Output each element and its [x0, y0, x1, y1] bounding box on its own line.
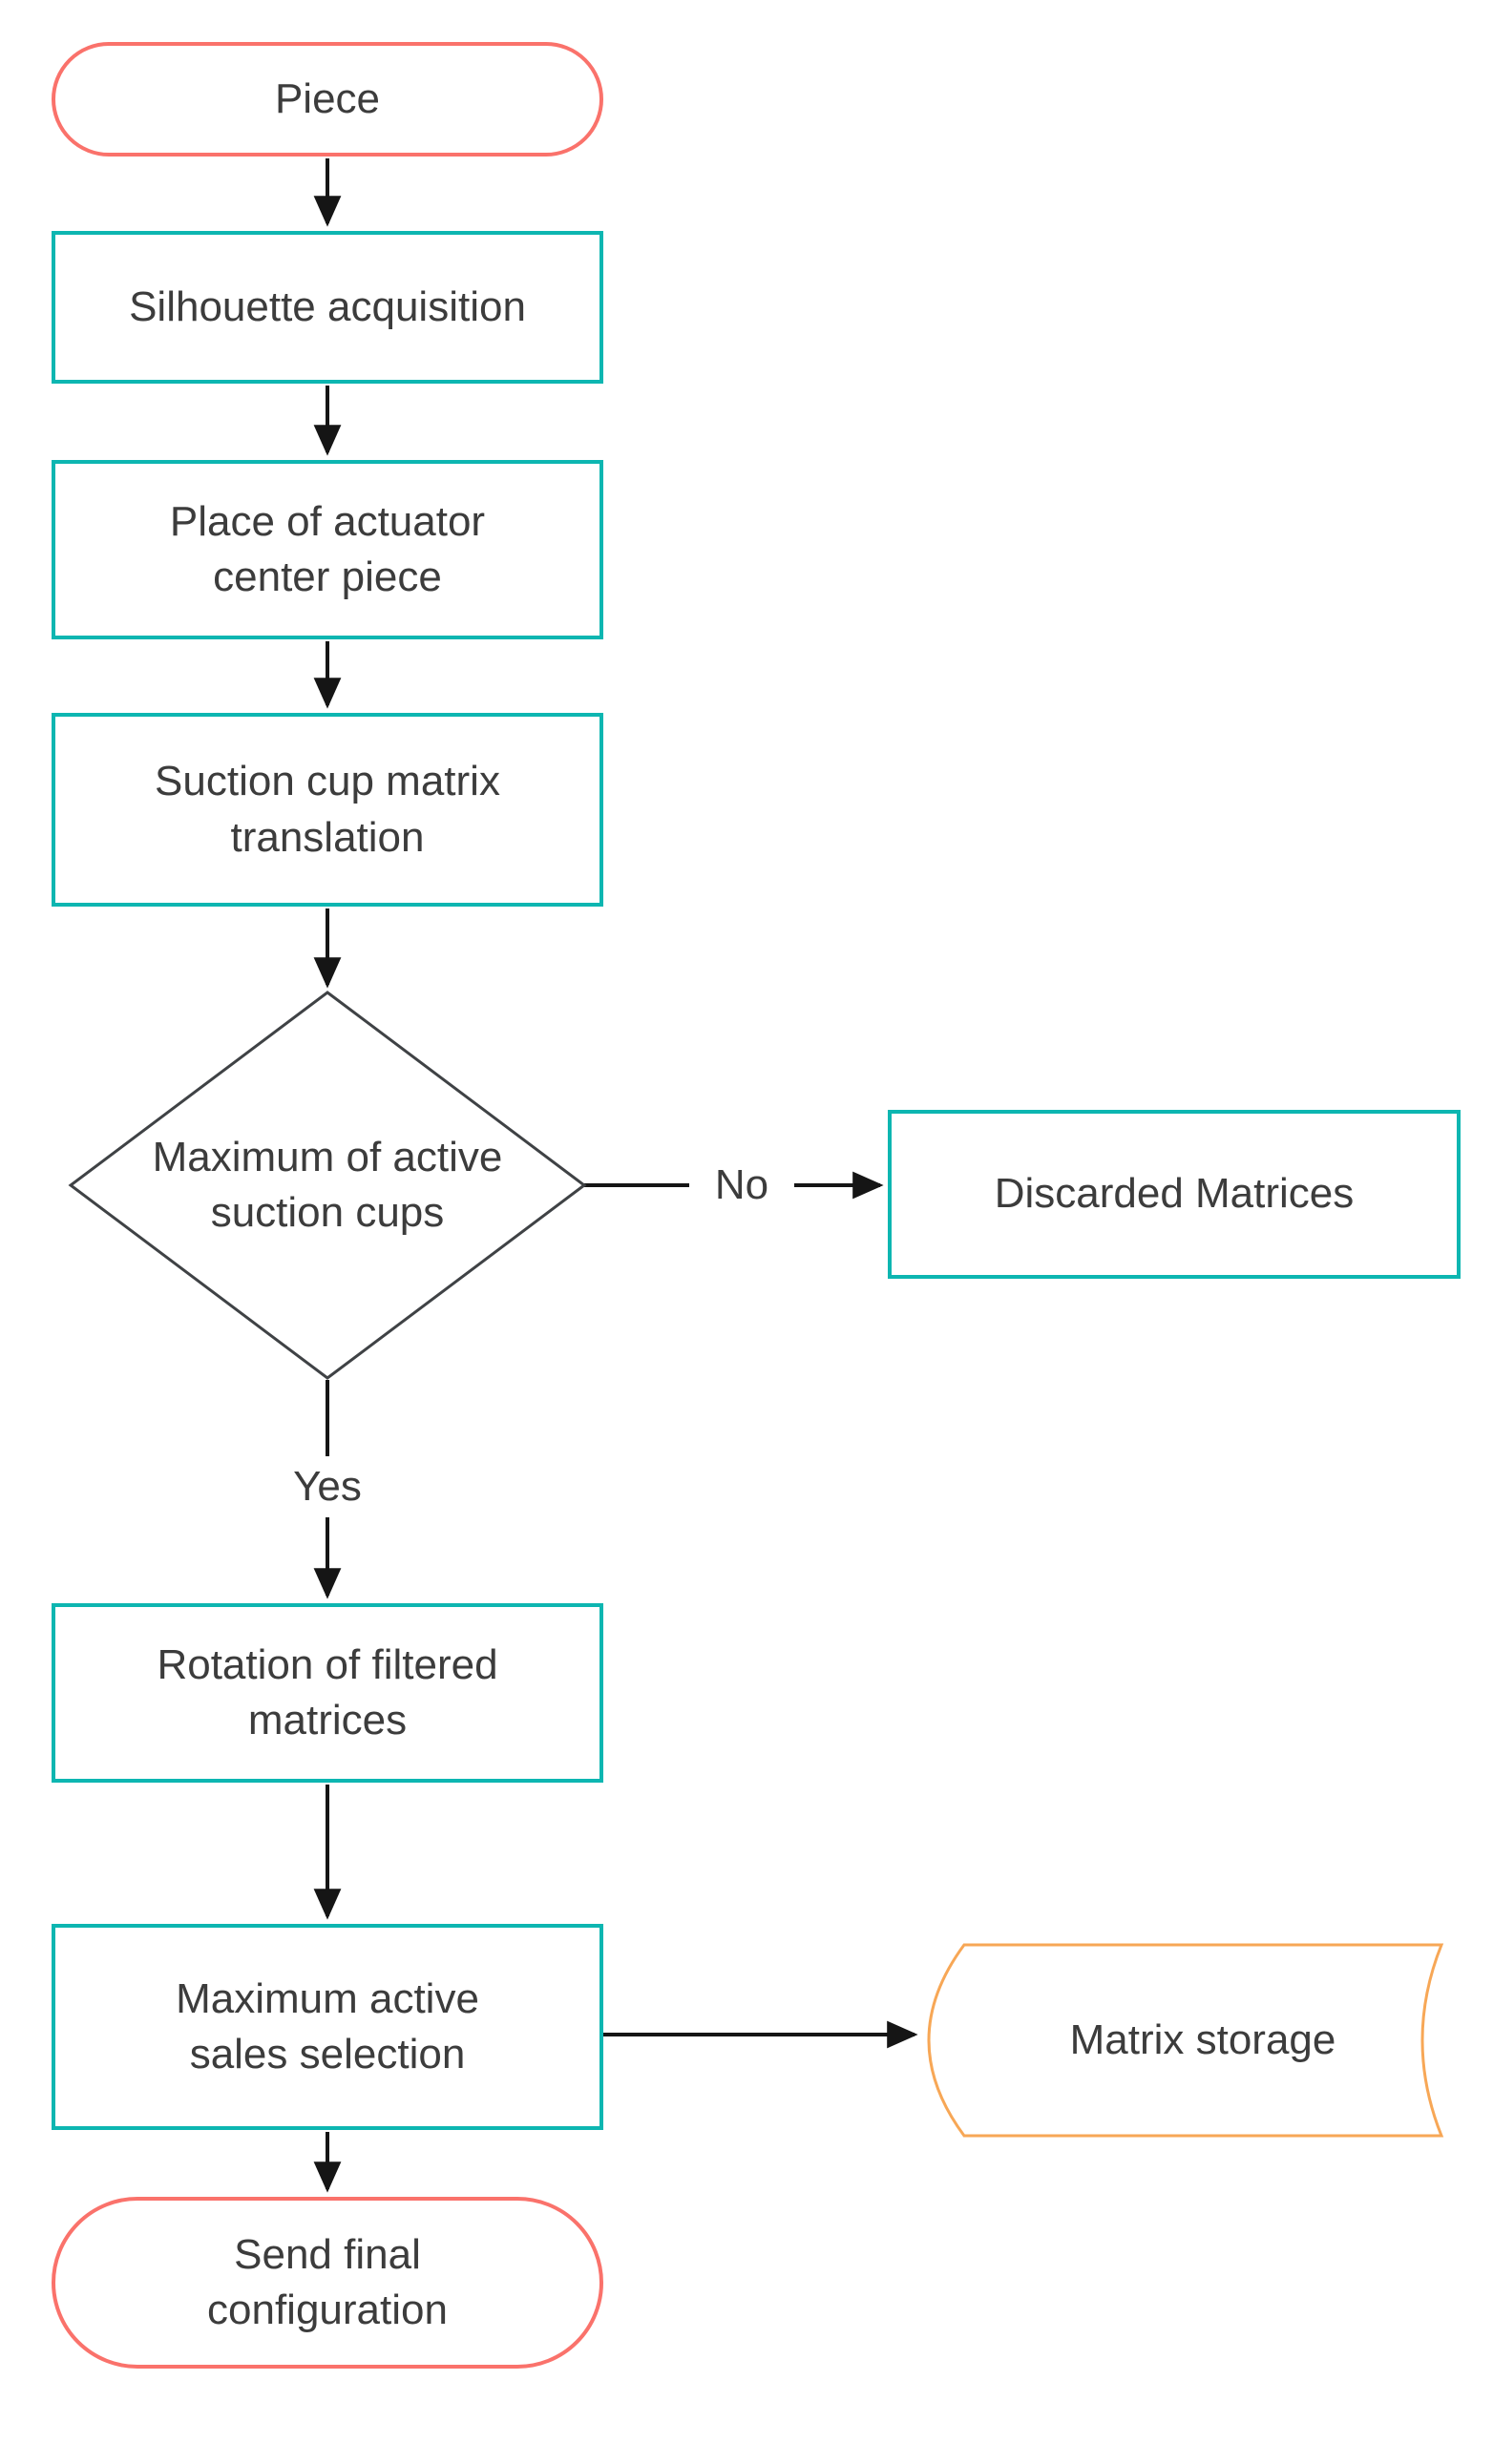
- node-rotation-filtered-matrices: Rotation of filtered matrices: [52, 1603, 603, 1783]
- node-piece-label: Piece: [274, 74, 381, 122]
- node-suction-cup-translation-label: Suction cup matrix translation: [155, 758, 500, 861]
- node-discarded-matrices: Discarded Matrices: [888, 1110, 1461, 1279]
- edge-label-no-text: No: [714, 1161, 769, 1208]
- node-place-of-actuator: Place of actuator center piece: [52, 460, 603, 639]
- node-silhouette-acquisition-label: Silhouette acquisition: [129, 282, 526, 330]
- decision-diamond-shape: [68, 991, 587, 1380]
- node-maximum-active-sales-selection-label: Maximum active sales selection: [176, 1974, 479, 2078]
- edge-label-no: No: [689, 1157, 794, 1214]
- node-suction-cup-translation: Suction cup matrix translation: [52, 713, 603, 907]
- edge-label-yes-text: Yes: [293, 1463, 362, 1510]
- stored-data-shape: [927, 1943, 1444, 2138]
- node-decision-max-active-suction-cups: Maximum of active suction cups: [108, 1088, 547, 1283]
- node-send-final-configuration-label: Send final configuration: [207, 2230, 448, 2333]
- node-rotation-filtered-matrices-label: Rotation of filtered matrices: [157, 1640, 498, 1744]
- node-matrix-storage: Matrix storage: [964, 1945, 1441, 2136]
- node-matrix-storage-label: Matrix storage: [1069, 2015, 1336, 2063]
- node-maximum-active-sales-selection: Maximum active sales selection: [52, 1924, 603, 2130]
- edge-label-yes: Yes: [268, 1456, 387, 1517]
- node-place-of-actuator-label: Place of actuator center piece: [169, 497, 486, 600]
- node-send-final-configuration: Send final configuration: [52, 2197, 603, 2369]
- node-discarded-matrices-label: Discarded Matrices: [994, 1170, 1355, 1218]
- node-decision-label: Maximum of active suction cups: [152, 1133, 503, 1236]
- node-piece: Piece: [52, 42, 603, 157]
- node-silhouette-acquisition: Silhouette acquisition: [52, 231, 603, 384]
